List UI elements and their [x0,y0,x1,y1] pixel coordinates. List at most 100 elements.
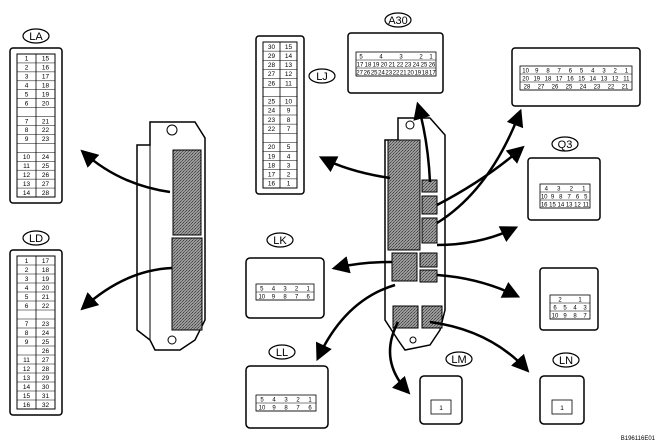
pin-number: 8 [546,69,550,75]
pin-number: 27 [42,357,50,364]
pin-number: 28 [524,85,531,91]
pin-number: 5 [25,294,29,301]
pin-number: 27 [356,71,363,77]
pin-number: 28 [42,190,50,197]
pin-number: 12 [612,77,619,83]
connector-face [539,183,591,209]
pin-number: 7 [25,321,29,328]
pin-number: 8 [287,117,291,124]
pin-number: 10 [259,406,266,412]
pin-number: 1 [307,287,311,293]
pin-number: 18 [422,71,429,77]
arrow-topright [436,108,524,225]
pin-number: 7 [25,118,29,125]
pin-number: 12 [285,71,293,78]
pin-number: 12 [574,203,581,209]
connector-face [255,283,315,301]
pin-number: 13 [23,181,31,188]
pin-number: 21 [42,118,50,125]
pin-number: 24 [42,330,50,337]
pin-number: 6 [25,100,29,107]
pin-number: 2 [614,69,618,75]
pin-number: 10 [541,195,548,201]
pin-number: 26 [42,348,50,355]
pin-number: 1 [560,405,564,412]
connector-ld-label: LD [22,230,50,246]
pin-number: 1 [429,55,433,61]
pin-number: 4 [545,187,549,193]
pin-number: 1 [287,181,291,188]
connector-housing [539,267,599,331]
pin-number: 8 [25,330,29,337]
label-oval [22,230,50,246]
pin-number: 20 [407,71,414,77]
pin-number: 14 [23,384,31,391]
pin-number: 1 [25,56,29,63]
pin-number: 17 [556,77,563,83]
pin-number: 25 [42,163,50,170]
pin-number: 6 [308,406,312,412]
label-oval [268,344,296,360]
pin-number: 4 [25,285,29,292]
pin-number: 25 [566,85,573,91]
connector-housing [511,47,641,107]
pin-number: 2 [25,267,29,274]
pin-number: 7 [287,126,291,133]
pin-number: 11 [583,203,590,209]
pin-number: 2 [570,187,574,193]
pin-number: 27 [268,71,276,78]
pin-number: 6 [576,195,580,201]
pin-number: 15 [285,44,293,51]
pin-number: 28 [42,366,50,373]
pin-number: 5 [359,55,363,61]
connector-lk-label: LK [266,232,294,248]
pin-number: 11 [285,80,292,87]
pin-number: 15 [549,203,556,209]
pin-number: 26 [268,80,276,87]
pin-number: 14 [589,77,596,83]
pin-number: 9 [25,339,29,346]
pin-number: 29 [268,53,276,60]
pin-number: 25 [268,99,276,106]
pin-number: 12 [23,366,31,373]
pin-number: 14 [285,53,293,60]
pin-number: 11 [23,163,30,170]
pin-number: 17 [42,258,50,265]
pin-number: 2 [419,55,423,61]
pin-number: 5 [584,195,588,201]
pin-number: 4 [591,69,595,75]
pin-number: 23 [594,85,601,91]
label-oval [384,12,412,28]
pin-number: 19 [414,71,421,77]
connector-ln: 1 [539,375,585,425]
connector-lj-label: LJ [308,68,336,84]
label-oval [266,232,294,248]
pin-number: 16 [567,77,574,83]
pin-number: 30 [268,44,276,51]
pin-number: 3 [399,55,403,61]
left-ecu-body [136,121,206,351]
connector-ll-label: LL [268,344,296,360]
connector-housing [527,157,601,221]
pin-number: 7 [583,314,587,320]
pin-number: 3 [283,287,287,293]
connector-la-label: LA [22,28,50,44]
pin-number: 9 [25,136,29,143]
pin-number: 24 [268,108,276,115]
pin-number: 5 [25,91,29,98]
pin-number: 15 [23,393,31,400]
pin-number: 9 [272,295,276,301]
pin-number: 29 [42,375,50,382]
arrow-la [80,149,171,194]
label-oval [445,351,473,367]
connector-label: Q3 [558,139,573,151]
pin-number: 25 [421,63,428,69]
pin-number: 4 [272,398,276,404]
pin-number: 9 [287,108,291,115]
pin-number: 31 [42,393,50,400]
